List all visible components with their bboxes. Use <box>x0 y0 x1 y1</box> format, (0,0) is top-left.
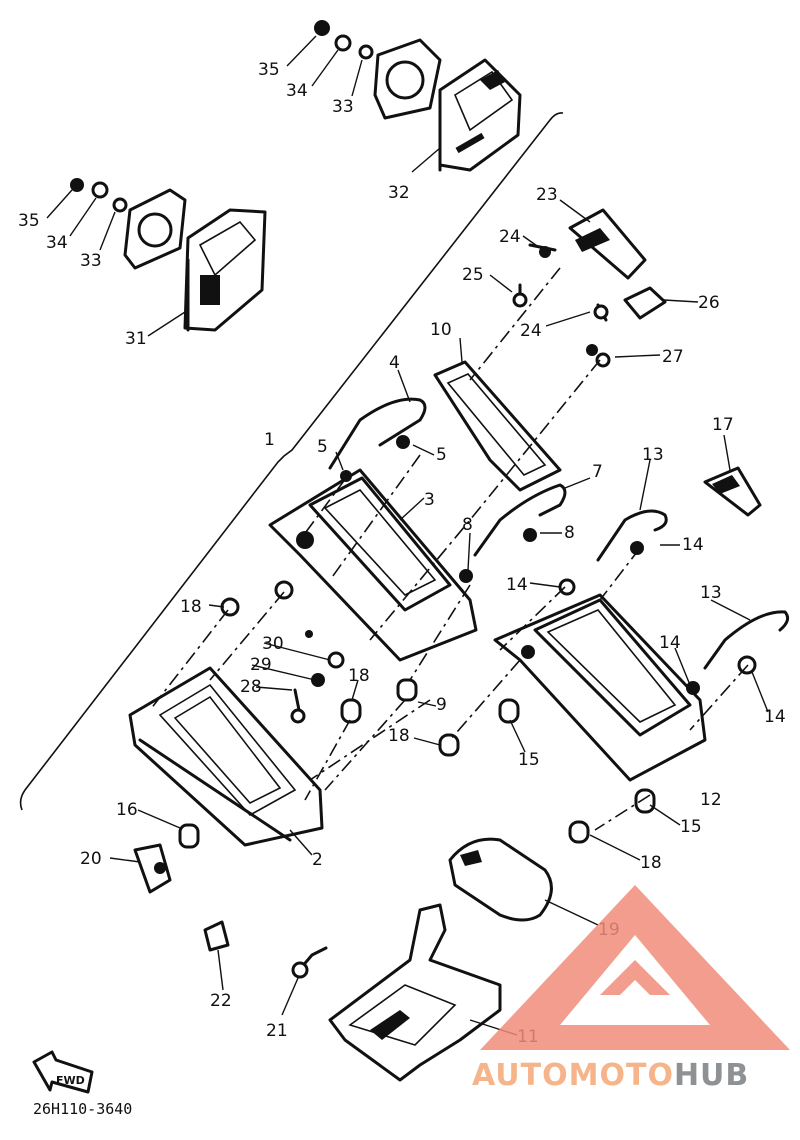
left-fasteners <box>70 178 128 213</box>
drawing-code: 26H110-3640 <box>33 1100 133 1118</box>
callout-28: 28 <box>240 677 262 697</box>
automotohub-logo <box>480 885 790 1050</box>
part-11-bracket <box>328 903 502 1082</box>
part-26-pad <box>623 286 667 320</box>
callout-34-left: 34 <box>46 233 68 253</box>
callout-26: 26 <box>698 293 720 313</box>
part-4-handle <box>328 397 427 470</box>
callout-7: 7 <box>592 462 603 482</box>
callout-32: 32 <box>388 183 410 203</box>
callout-15-right: 15 <box>680 817 702 837</box>
screws-24-25 <box>512 243 609 322</box>
callout-31: 31 <box>125 329 147 349</box>
callout-18-upper: 18 <box>180 597 202 617</box>
callout-33-top: 33 <box>332 97 354 117</box>
callout-9: 9 <box>436 695 447 715</box>
callout-8-upper: 8 <box>462 515 473 535</box>
callout-13-lower: 13 <box>700 583 722 603</box>
callout-34-top: 34 <box>286 81 308 101</box>
callout-23: 23 <box>536 185 558 205</box>
callout-14-mid: 14 <box>506 575 528 595</box>
callout-14-upper: 14 <box>682 535 704 555</box>
callout-12: 12 <box>700 790 722 810</box>
callout-3: 3 <box>424 490 435 510</box>
callout-1: 1 <box>264 430 275 450</box>
part-31-plate <box>123 188 187 270</box>
callout-35-left: 35 <box>18 211 40 231</box>
part-27-clips <box>586 344 611 368</box>
callout-30: 30 <box>262 634 284 654</box>
logo-inner-mark <box>600 960 670 995</box>
callout-14-right: 14 <box>764 707 786 727</box>
part-13-handle-upper <box>596 509 668 562</box>
callout-2: 2 <box>312 850 323 870</box>
callout-14-lower: 14 <box>659 633 681 653</box>
fwd-label: FWD <box>56 1074 85 1087</box>
automotohub-wordmark: AUTOMOTOHUB <box>472 1058 749 1093</box>
part-17-pad <box>703 466 762 517</box>
assembly-bracket-line <box>19 112 564 811</box>
part-32-filter-case <box>438 58 522 172</box>
callout-5-right: 5 <box>436 445 447 465</box>
callout-22: 22 <box>210 991 232 1011</box>
part-23-cover <box>568 208 647 280</box>
callout-4: 4 <box>389 353 400 373</box>
part-31-filter-case <box>183 208 267 332</box>
callout-18-mid: 18 <box>348 666 370 686</box>
callout-15-left: 15 <box>518 750 540 770</box>
part-7-handle <box>473 483 567 557</box>
wordmark-moto: MOTO <box>568 1058 674 1093</box>
leader-lines <box>46 35 769 1036</box>
callout-21: 21 <box>266 1021 288 1041</box>
callout-17: 17 <box>712 415 734 435</box>
callout-16: 16 <box>116 800 138 820</box>
callout-8-right: 8 <box>564 523 575 543</box>
wordmark-hub: HUB <box>673 1058 750 1093</box>
part-12-step-plate <box>493 593 707 782</box>
part-2-frame <box>128 666 324 847</box>
callout-10: 10 <box>430 320 452 340</box>
callout-13-upper: 13 <box>642 445 664 465</box>
logo-triangle-icon <box>480 885 790 1050</box>
part-19-cover <box>448 837 553 922</box>
callout-20: 20 <box>80 849 102 869</box>
wordmark-auto: AUTO <box>472 1058 569 1093</box>
part-3-step-plate <box>268 468 478 662</box>
callout-27: 27 <box>662 347 684 367</box>
part-10-tray <box>433 360 562 492</box>
part-32-plate <box>373 38 442 120</box>
callout-5-left: 5 <box>317 437 328 457</box>
part-13-handle-lower <box>703 610 790 670</box>
forward-arrow-icon: FWD <box>32 1050 94 1094</box>
callout-24-lower: 24 <box>520 321 542 341</box>
top-fasteners-1 <box>314 20 374 60</box>
alignment-lines <box>149 267 749 831</box>
callout-25: 25 <box>462 265 484 285</box>
callout-18-lower: 18 <box>640 853 662 873</box>
callout-29: 29 <box>250 655 272 675</box>
callout-33-left: 33 <box>80 251 102 271</box>
callout-24-upper: 24 <box>499 227 521 247</box>
callout-18-left: 18 <box>388 726 410 746</box>
callout-35-top: 35 <box>258 60 280 80</box>
